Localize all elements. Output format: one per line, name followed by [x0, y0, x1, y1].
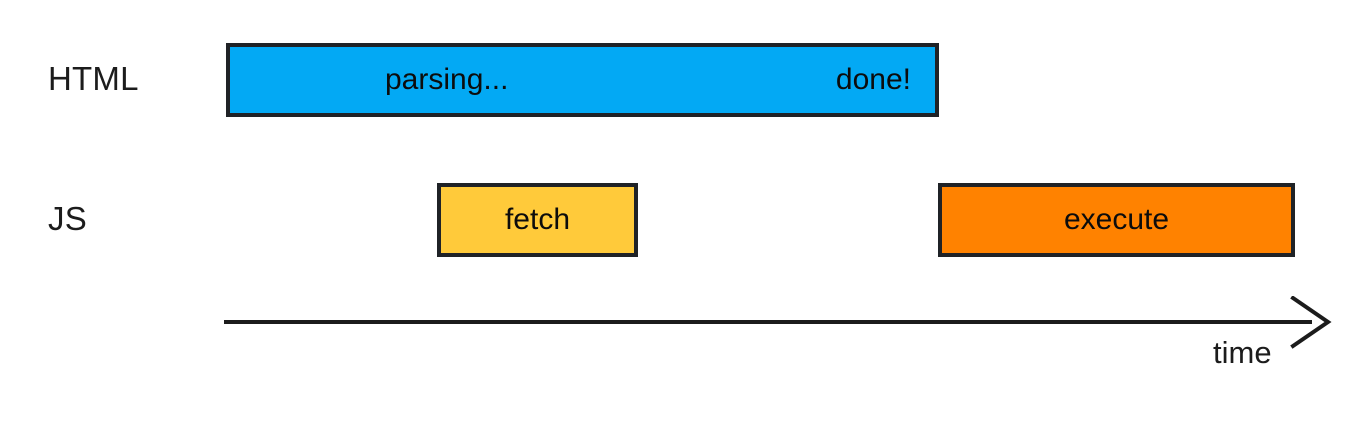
bar-html-parsing: parsing... done!	[226, 43, 939, 117]
time-axis	[220, 296, 1335, 350]
bar-js-execute-label: execute	[1063, 203, 1170, 236]
bar-js-fetch: fetch	[437, 183, 638, 257]
row-label-js: JS	[48, 200, 87, 237]
bar-js-fetch-label: fetch	[504, 203, 571, 236]
time-axis-label: time	[1213, 335, 1272, 370]
bar-html-parsing-end-label: done!	[835, 63, 911, 96]
time-axis-arrow-icon	[224, 296, 1332, 349]
row-label-html: HTML	[48, 60, 139, 97]
bar-js-execute: execute	[938, 183, 1295, 257]
bar-html-parsing-start-label: parsing...	[385, 63, 509, 96]
